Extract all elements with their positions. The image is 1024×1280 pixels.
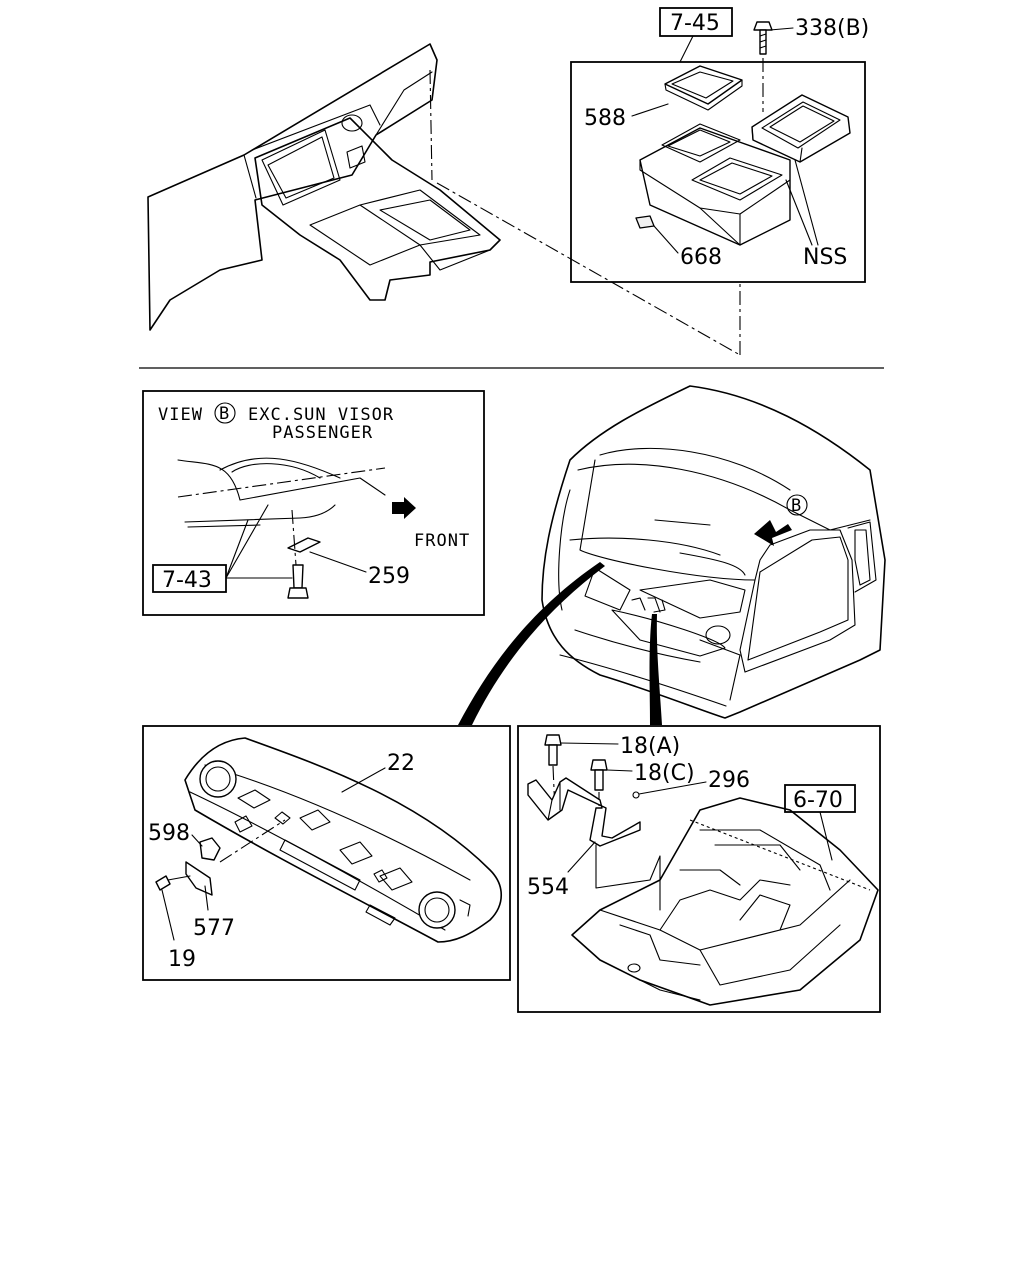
bolt-18c-icon — [590, 759, 608, 791]
front-arrow-icon — [392, 497, 416, 519]
dashboard-console-drawing — [147, 43, 741, 356]
ref-6-70-label[interactable]: 6-70 — [793, 788, 843, 813]
part-554-label[interactable]: 554 — [527, 875, 569, 900]
part-22-label[interactable]: 22 — [387, 751, 415, 776]
console-parts-box — [570, 61, 866, 283]
front-label[interactable]: FRONT — [414, 531, 470, 551]
part-598-label[interactable]: 598 — [148, 821, 190, 846]
part-296-label[interactable]: 296 — [708, 768, 750, 793]
part-338b-label[interactable]: 338(B) — [795, 16, 869, 41]
bolt-18a-icon — [544, 734, 562, 766]
floor-bracket-box — [517, 725, 881, 1013]
console-body-part — [635, 123, 791, 246]
shift-boot-ring-part — [751, 94, 851, 163]
clip-259-part — [287, 537, 321, 553]
ref-box-7-45[interactable] — [659, 7, 733, 37]
cab-marker-label: B — [791, 496, 802, 516]
cab-marker-circle — [786, 494, 808, 516]
view-note-line2: PASSENGER — [272, 423, 373, 443]
leader-band-right — [649, 614, 662, 725]
part-259-label[interactable]: 259 — [368, 564, 410, 589]
part-668-label[interactable]: 668 — [680, 245, 722, 270]
nss-label[interactable]: NSS — [803, 245, 847, 270]
truck-cab-drawing: B — [541, 385, 886, 719]
ref-7-45-label[interactable]: 7-45 — [670, 11, 720, 36]
instrument-panel-box — [142, 725, 511, 981]
view-title-label: VIEW — [158, 405, 203, 425]
screw-338b-icon — [753, 21, 773, 55]
part-588-label[interactable]: 588 — [584, 106, 626, 131]
cover-588-part — [664, 65, 743, 105]
leader-band-left — [458, 562, 605, 725]
view-marker-circle — [214, 402, 236, 424]
ref-7-43-label[interactable]: 7-43 — [162, 568, 212, 593]
part-19-label[interactable]: 19 — [168, 947, 196, 972]
view-b-box — [142, 390, 485, 616]
part-18a-label[interactable]: 18(A) — [620, 734, 680, 759]
bracket-554-part — [527, 777, 641, 847]
view-b-arrow-icon — [754, 520, 792, 546]
view-note-line1: EXC.SUN VISOR — [248, 405, 394, 425]
floor-bracket-detail: 18(A) 18(C) 296 554 — [517, 725, 881, 1013]
view-marker-label: B — [219, 404, 230, 424]
instrument-panel-detail: 22 598 577 19 — [142, 725, 511, 981]
fastener-598-part — [199, 837, 221, 861]
sunvisor-screw-icon — [287, 564, 309, 599]
screw-19-part — [155, 875, 171, 891]
bracket-577-part — [185, 861, 213, 896]
part-577-label[interactable]: 577 — [193, 916, 235, 941]
clip-296-part — [632, 791, 640, 799]
view-b-detail: VIEW B EXC.SUN VISOR PASSENGER FRONT 259… — [142, 390, 485, 616]
part-18c-label[interactable]: 18(C) — [634, 761, 695, 786]
console-box-group: 7-45 338(B) 588 — [570, 7, 869, 283]
